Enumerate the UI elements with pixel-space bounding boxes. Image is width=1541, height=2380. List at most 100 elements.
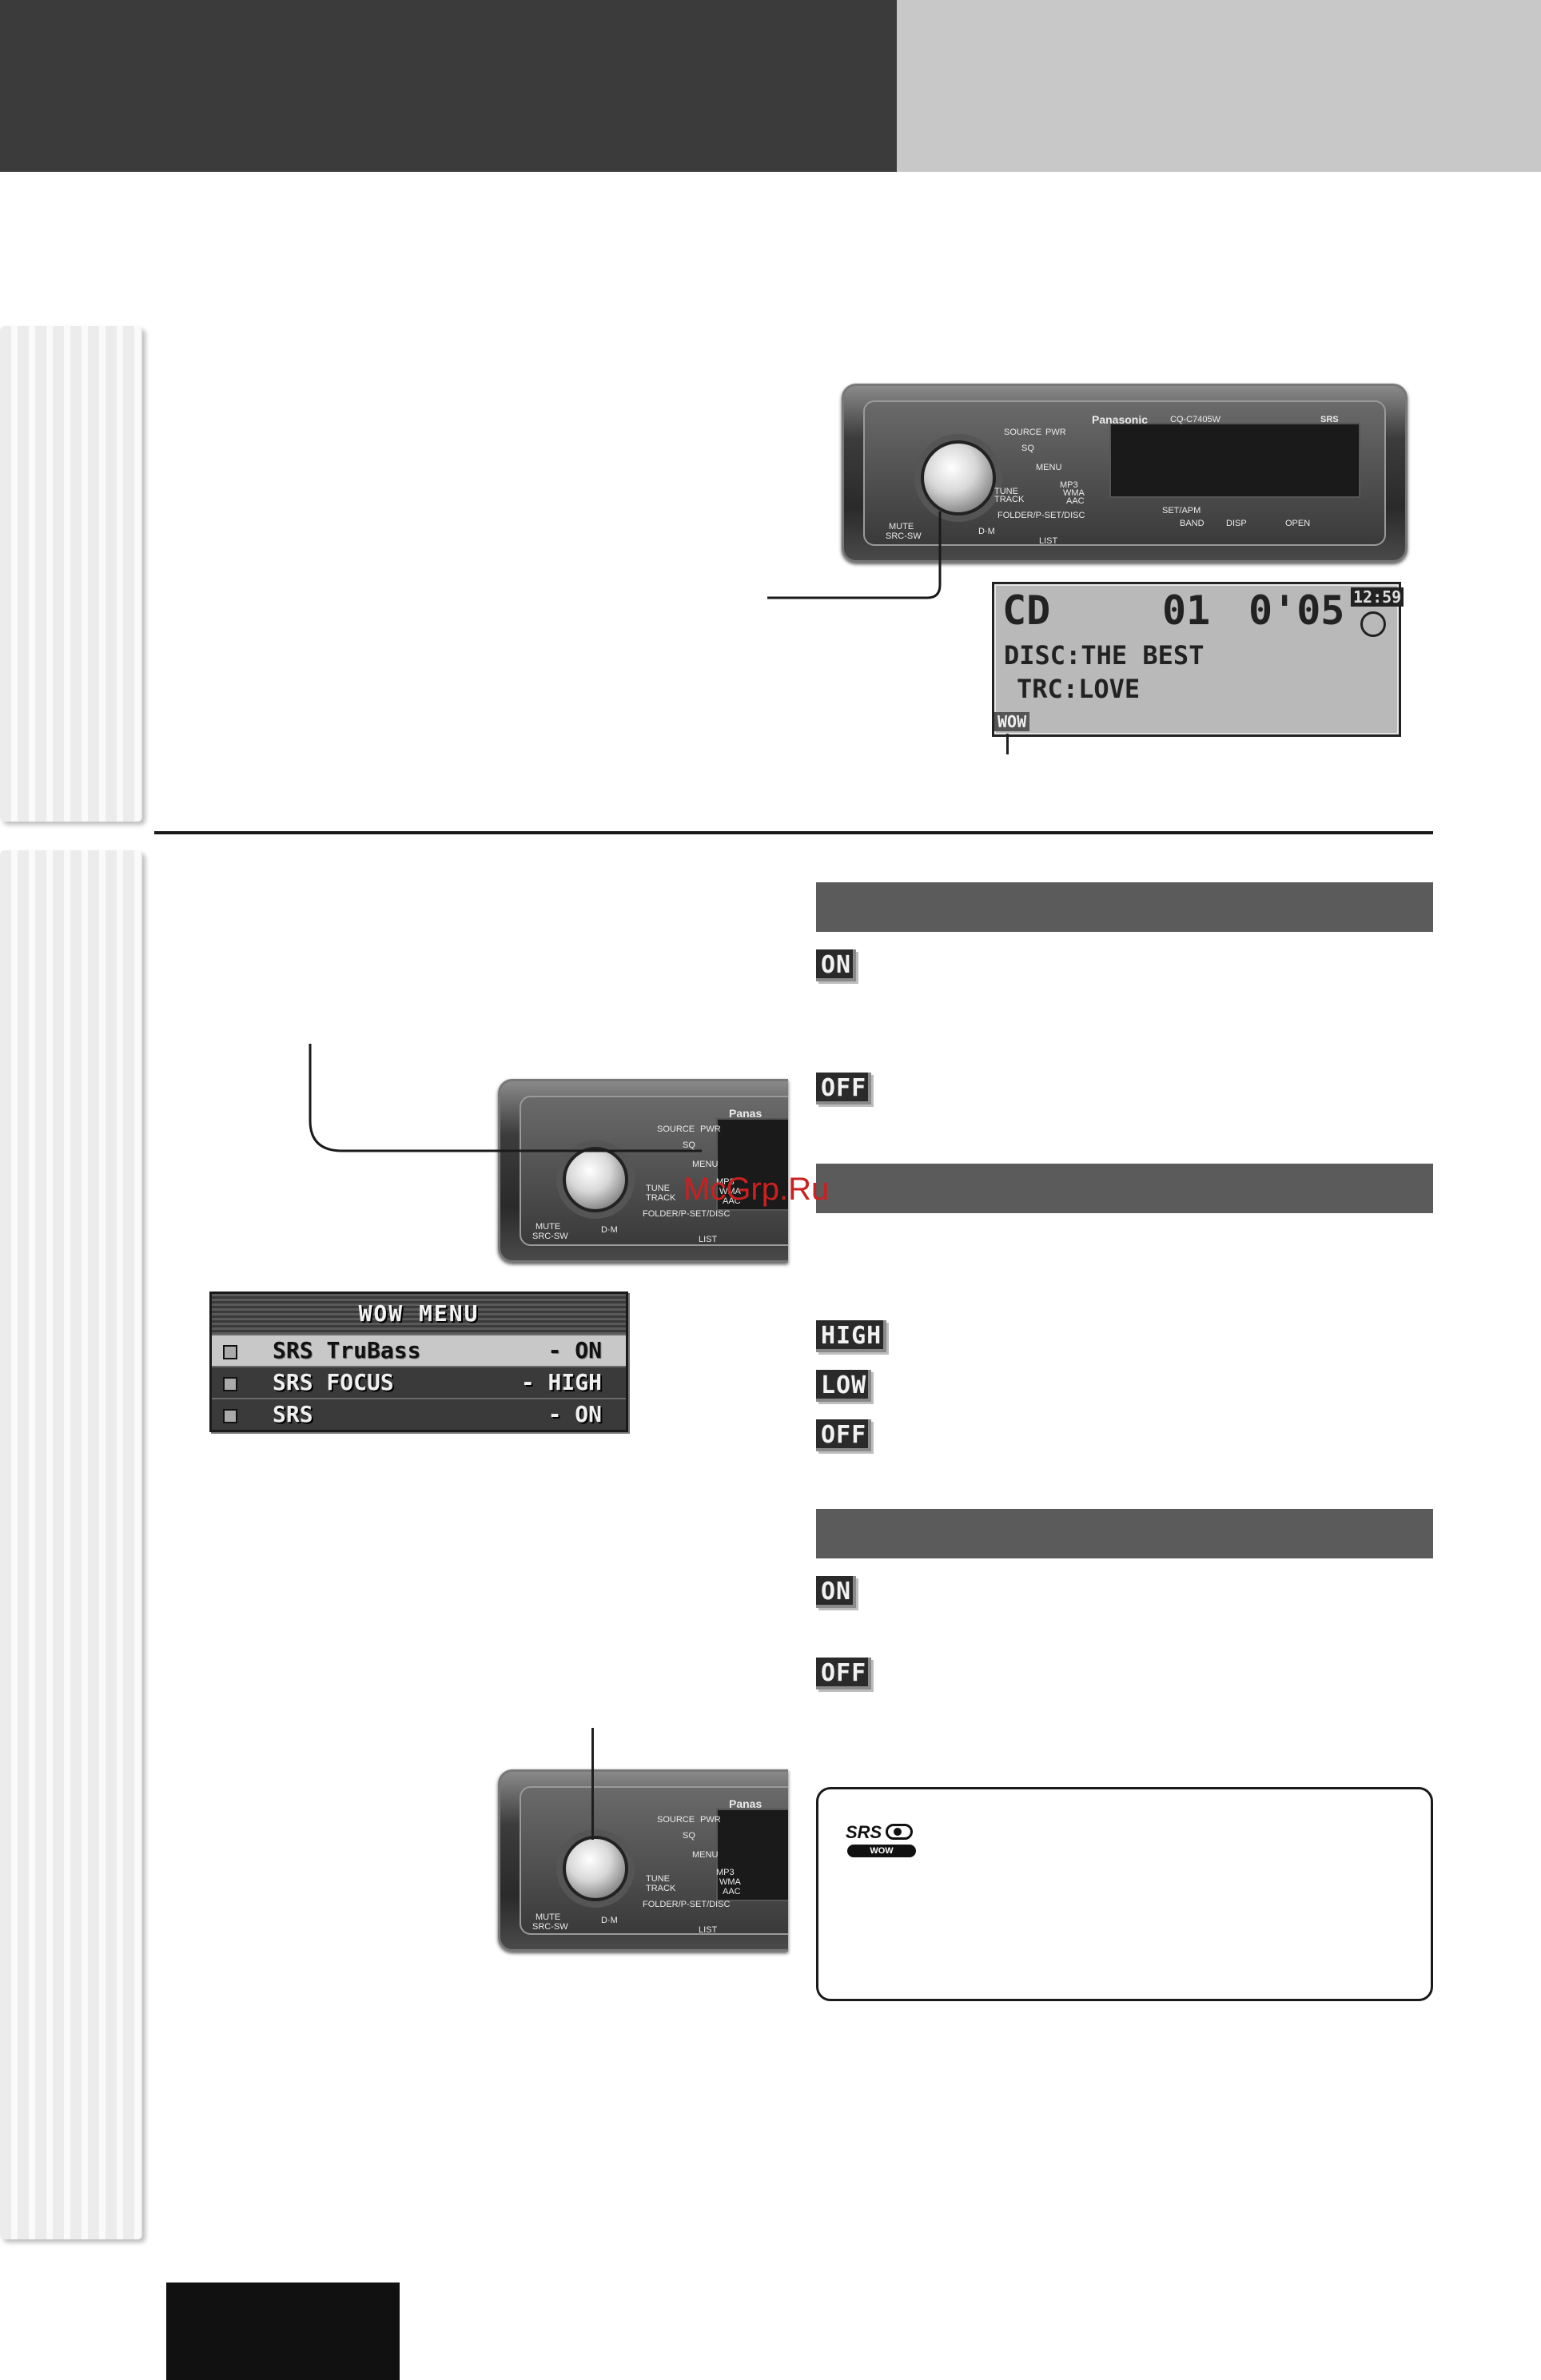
unit-crop-2-source: SOURCE: [657, 1815, 695, 1825]
lcd-track-number: 01: [1162, 587, 1211, 634]
unit-crop-1-folder: FOLDER/P-SET/DISC: [643, 1209, 731, 1219]
unit-crop-1-track: TRACK: [646, 1193, 676, 1203]
wow-menu-item-name: SRS: [273, 1401, 313, 1427]
unit-aac-label: AAC: [1066, 496, 1085, 506]
wow-menu-item-name: SRS FOCUS: [273, 1369, 394, 1395]
lcd-source: CD: [1002, 587, 1051, 634]
disc-icon: [1360, 611, 1386, 637]
section-header-3: [816, 1509, 1433, 1558]
unit-display-window: [1109, 423, 1360, 498]
unit-tune-label: TUNE: [994, 487, 1018, 496]
unit-crop-1-menu: MENU: [692, 1160, 719, 1169]
unit-crop-1-mute: MUTE: [536, 1222, 561, 1232]
unit-crop-1-pwr: PWR: [700, 1124, 721, 1134]
unit-setapm-label: SET/APM: [1162, 506, 1201, 515]
option-tag: LOW: [816, 1370, 872, 1402]
unit-crop-1-list: LIST: [699, 1235, 718, 1244]
unit-crop-1-sq: SQ: [683, 1140, 695, 1150]
unit-srcsw-label: SRC-SW: [886, 531, 922, 541]
unit-crop-2-sq: SQ: [683, 1831, 695, 1841]
volume-knob-crop-2: [563, 1836, 628, 1901]
volume-knob: [921, 440, 996, 515]
unit-sq-label: SQ: [1021, 444, 1034, 453]
unit-crop-2-srcsw: SRC-SW: [532, 1922, 568, 1932]
unit-track-label: TRACK: [994, 495, 1025, 504]
unit-crop-1-aac: AAC: [723, 1196, 741, 1206]
head-unit-illustration: Panasonic CQ-C7405W SOURCE PWR SQ MENU M…: [842, 384, 1408, 563]
srs-dot-icon: [894, 1828, 902, 1836]
header-light-bar: [897, 0, 1541, 172]
unit-wma-label: WMA: [1063, 488, 1085, 498]
wow-menu-item-name: SRS TruBass: [273, 1337, 421, 1363]
head-unit-crop-2: Panas SOURCE PWR SQ MENU TUNE TRACK MP3 …: [498, 1769, 788, 1952]
section-header-1: [816, 882, 1433, 932]
volume-knob-crop-1: [563, 1147, 628, 1212]
wow-menu-screen: WOW MENU SRS TruBass - ON SRS FOCUS - HI…: [209, 1291, 628, 1432]
callout-line-bottom: [591, 1728, 594, 1840]
unit-crop-1-display: [716, 1118, 788, 1211]
unit-crop-1-srcsw: SRC-SW: [532, 1232, 568, 1241]
unit-brand: Panasonic: [1092, 413, 1149, 426]
srs-logo-text: SRS: [846, 1822, 882, 1842]
option-tag: ON: [816, 949, 857, 981]
srs-wow-sub: WOW: [847, 1845, 916, 1857]
wow-menu-item[interactable]: SRS TruBass - ON: [212, 1334, 626, 1366]
unit-band-label: BAND: [1180, 519, 1205, 528]
section-divider: [154, 831, 1433, 834]
unit-dm-label: D·M: [978, 527, 995, 536]
note-box: [816, 1787, 1433, 2001]
unit-crop-2-pwr: PWR: [700, 1815, 721, 1825]
option-tag: OFF: [816, 1419, 872, 1451]
unit-crop-2-brand: Panas: [729, 1797, 763, 1810]
unit-source-label: SOURCE: [1004, 428, 1042, 437]
unit-crop-1-brand: Panas: [729, 1107, 763, 1120]
unit-crop-2-display: [716, 1809, 788, 1901]
unit-crop-2-mp3: MP3: [716, 1868, 735, 1877]
wow-menu-item[interactable]: SRS - ON: [212, 1398, 626, 1430]
unit-disp-label: DISP: [1226, 519, 1247, 528]
srs-wow-logo: SRS WOW: [846, 1822, 919, 1861]
wow-menu-item[interactable]: SRS FOCUS - HIGH: [212, 1366, 626, 1398]
lcd-line-disc: DISC:THE BEST: [1004, 640, 1205, 671]
wow-menu-item-value: - ON: [548, 1337, 602, 1363]
unit-srs-badge: SRS: [1320, 415, 1339, 424]
unit-model: CQ-C7405W: [1170, 415, 1220, 424]
unit-mute-label: MUTE: [889, 522, 914, 531]
unit-crop-2-aac: AAC: [723, 1887, 741, 1896]
side-tab-upper: [0, 326, 142, 822]
unit-crop-1-wma: WMA: [719, 1187, 741, 1196]
option-tag: ON: [816, 1576, 857, 1608]
callout-line-middle: [309, 1044, 702, 1152]
unit-crop-2-tune: TUNE: [646, 1874, 670, 1884]
srs-circle-icon: [886, 1824, 913, 1840]
unit-crop-1-source: SOURCE: [657, 1124, 695, 1134]
lcd-elapsed-time: 0'05: [1248, 587, 1345, 634]
wow-indicator-pointer: [1006, 734, 1009, 754]
option-tag: HIGH: [816, 1320, 887, 1352]
head-unit-crop-1: Panas SOURCE PWR SQ MENU TUNE TRACK MP3 …: [498, 1079, 788, 1263]
unit-crop-2-mute: MUTE: [536, 1912, 561, 1922]
unit-open-label: OPEN: [1285, 519, 1311, 528]
unit-menu-label: MENU: [1036, 463, 1062, 472]
page-number-block: [166, 2282, 400, 2380]
unit-crop-2-folder: FOLDER/P-SET/DISC: [643, 1900, 731, 1909]
lcd-wow-indicator: WOW: [994, 712, 1030, 731]
unit-crop-1-tune: TUNE: [646, 1184, 670, 1193]
watermark-text: McGrp.Ru: [683, 1172, 830, 1207]
side-tab-lower: [0, 850, 142, 2239]
option-tag: OFF: [816, 1073, 872, 1104]
menu-bullet-icon: [223, 1345, 237, 1359]
unit-folder-label: FOLDER/P-SET/DISC: [997, 511, 1085, 520]
wow-menu-title: WOW MENU: [212, 1294, 626, 1334]
unit-crop-2-wma: WMA: [719, 1877, 741, 1887]
unit-list-label: LIST: [1039, 536, 1058, 546]
unit-pwr-label: PWR: [1045, 428, 1066, 437]
option-tag: OFF: [816, 1658, 872, 1689]
unit-crop-1-dm: D·M: [601, 1225, 618, 1235]
unit-mp3-label: MP3: [1060, 480, 1078, 490]
wow-menu-item-value: - HIGH: [520, 1369, 602, 1395]
unit-crop-1-mp3: MP3: [716, 1177, 735, 1187]
lcd-display: CD 01 0'05 12:59 DISC:THE BEST TRC:LOVE …: [992, 582, 1404, 737]
unit-crop-2-menu: MENU: [692, 1850, 719, 1860]
lcd-clock: 12:59: [1351, 587, 1404, 607]
